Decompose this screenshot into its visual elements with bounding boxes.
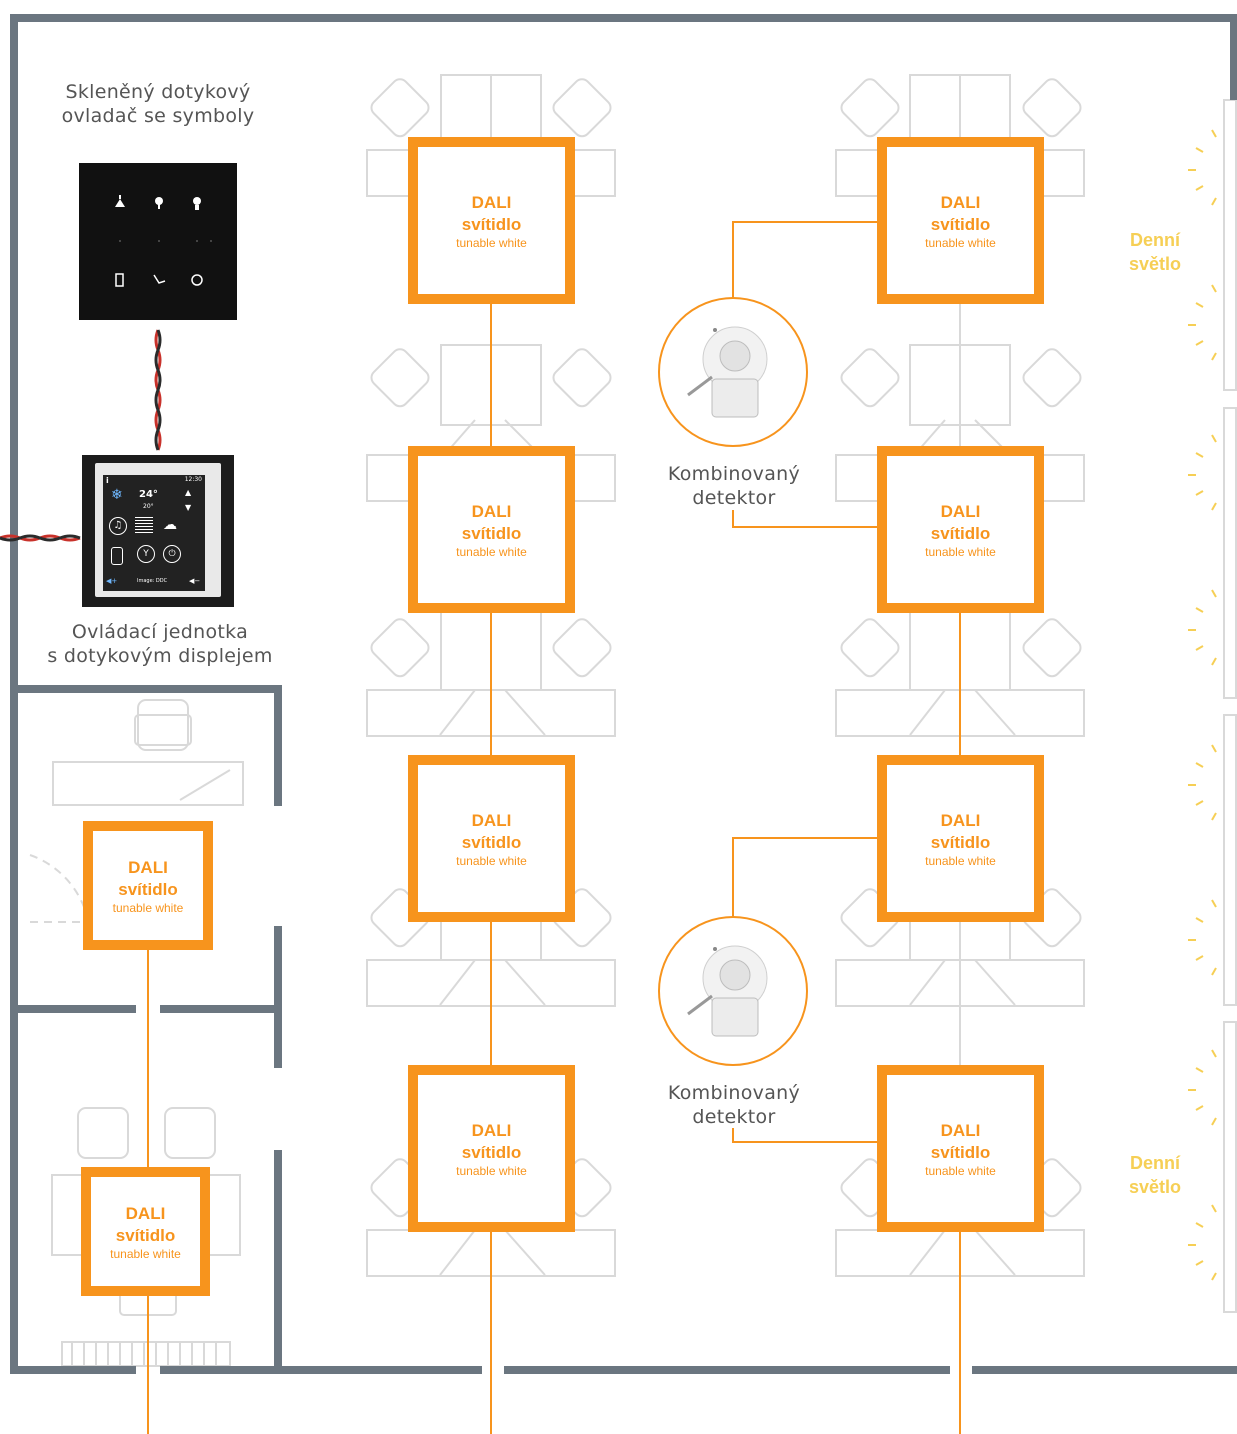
screen-temperature: 24° [139,489,158,500]
music-icon: ♫ [109,517,127,535]
daylight-label: Denní světlo [1115,228,1195,276]
luminaire-type: tunable white [110,1246,181,1261]
daylight-line2: světlo [1128,1177,1182,1197]
detector-label-line1: Kombinovaný [667,1082,801,1104]
touch-unit-label-line2: s dotykovým displejem [47,645,273,667]
dali-luminaire: DALI svítidlo tunable white [408,446,575,613]
luminaire-subtitle: svítidlo [115,1225,176,1245]
relax-icon [153,274,166,284]
radiator [61,1341,231,1367]
luminaire-title: DALI [125,1203,166,1223]
detector-label: Kombinovaný detektor [634,1081,834,1129]
luminaire-subtitle: svítidlo [461,1142,522,1162]
luminaire-type: tunable white [456,235,527,250]
arrow-down-icon: ▼ [185,503,192,512]
screen-time: 12:30 [184,476,202,483]
volume-down-icon: ◀− [189,577,201,585]
blinds-icon [115,273,124,287]
luminaire-title: DALI [471,1120,512,1140]
info-icon: i [106,476,109,485]
panel-symbols [115,195,212,287]
luminaire-title: DALI [940,810,981,830]
dali-luminaire: DALI svítidlo tunable white [81,1167,210,1296]
combined-detector [658,916,808,1066]
detector-label-line2: detektor [692,1106,776,1128]
detector-label-line2: detektor [692,487,776,509]
blinds-icon [135,517,153,533]
detector-label: Kombinovaný detektor [634,462,834,510]
power-icon: ⏻ [163,545,181,563]
walls [10,14,1237,1374]
luminaire-type: tunable white [925,853,996,868]
dali-luminaire: DALI svítidlo tunable white [877,1065,1044,1232]
combined-detector [658,297,808,447]
luminaire-title: DALI [471,501,512,521]
daylight-line1: Denní [1129,230,1180,250]
luminaire-subtitle: svítidlo [930,1142,991,1162]
luminaire-subtitle: svítidlo [930,832,991,852]
touch-unit-label: Ovládací jednotka s dotykovým displejem [40,620,280,668]
weather-icon: ☁ [163,517,177,533]
luminaire-subtitle: svítidlo [930,214,991,234]
luminaire-type: tunable white [456,853,527,868]
luminaire-type: tunable white [112,900,184,915]
arrow-up-icon: ▲ [185,488,192,497]
luminaire-title: DALI [940,1120,981,1140]
luminaire-type: tunable white [456,1163,527,1178]
daylight-line2: světlo [1128,254,1182,274]
bus-cable [0,329,162,542]
dali-luminaire: DALI svítidlo tunable white [408,755,575,922]
glass-touch-panel [79,163,237,320]
glass-panel-label: Skleněný dotykový ovladač se symboly [61,81,255,127]
luminaire-title: DALI [471,810,512,830]
luminaire-subtitle: svítidlo [118,879,178,899]
volume-up-icon: ◀+ [106,577,118,585]
touch-screen: i 12:30 ❄ 24° 20° ▲ ▼ ♫ ☁ Y ⏻ ◀+ Image: … [103,475,205,591]
luminaire-title: DALI [471,192,512,212]
screen-temperature-set: 20° [143,503,154,510]
dali-luminaire: DALI svítidlo tunable white [408,1065,575,1232]
dali-luminaire: DALI svítidlo tunable white [877,137,1044,304]
luminaire-subtitle: svítidlo [461,832,522,852]
ceiling-light-icon [115,195,125,207]
luminaire-title: DALI [128,857,168,877]
detector-label-line1: Kombinovaný [667,463,801,485]
luminaire-title: DALI [940,501,981,521]
power-icon [191,274,203,286]
dali-luminaire: DALI svítidlo tunable white [877,755,1044,922]
luminaire-subtitle: svítidlo [461,523,522,543]
detector-icon [687,326,768,418]
luminaire-type: tunable white [925,1163,996,1178]
luminaire-subtitle: svítidlo [930,523,991,543]
thermometer-icon [111,547,123,565]
daylight-line1: Denní [1129,1153,1180,1173]
luminaire-type: tunable white [456,544,527,559]
cocktail-icon: Y [137,545,155,563]
bulb-icon [193,197,201,210]
detector-icon [687,945,768,1037]
daylight-rays [1188,129,1217,1281]
dali-luminaire: DALI svítidlo tunable white [408,137,575,304]
spot-light-icon [155,197,163,209]
screen-footer: Image: DDC [137,578,168,584]
dali-luminaire: DALI svítidlo tunable white [83,821,213,950]
dali-luminaire: DALI svítidlo tunable white [877,446,1044,613]
monitors [439,419,1016,1276]
luminaire-type: tunable white [925,544,996,559]
luminaire-type: tunable white [925,235,996,250]
luminaire-title: DALI [940,192,981,212]
windows [1223,99,1237,1313]
luminaire-subtitle: svítidlo [461,214,522,234]
touch-unit-label-line1: Ovládací jednotka [71,621,249,643]
daylight-label: Denní světlo [1115,1151,1195,1199]
snowflake-icon: ❄ [111,487,123,503]
touch-display-unit: i 12:30 ❄ 24° 20° ▲ ▼ ♫ ☁ Y ⏻ ◀+ Image: … [82,455,234,607]
